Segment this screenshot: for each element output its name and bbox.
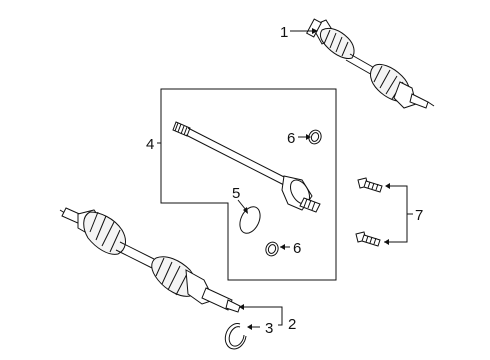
bolt-upper bbox=[357, 177, 383, 193]
group-frame-4 bbox=[160, 88, 337, 281]
o-ring-lower bbox=[265, 241, 279, 257]
callout-5: 5 bbox=[232, 185, 240, 202]
callout-7: 7 bbox=[415, 207, 423, 224]
bolt-lower bbox=[355, 231, 381, 247]
o-ring-upper bbox=[308, 129, 322, 145]
callout-6-upper: 6 bbox=[287, 130, 295, 147]
callout-1: 1 bbox=[280, 24, 288, 41]
callout-3: 3 bbox=[265, 320, 273, 337]
snap-ring bbox=[224, 323, 247, 350]
callout-2: 2 bbox=[288, 316, 296, 333]
callout-6-lower: 6 bbox=[293, 240, 301, 257]
top-right-axle-shaft bbox=[306, 18, 435, 109]
intermediate-shaft bbox=[172, 121, 321, 213]
bottom-left-axle-shaft bbox=[59, 207, 241, 313]
callout-4: 4 bbox=[146, 136, 154, 153]
seal-ring bbox=[239, 206, 261, 234]
